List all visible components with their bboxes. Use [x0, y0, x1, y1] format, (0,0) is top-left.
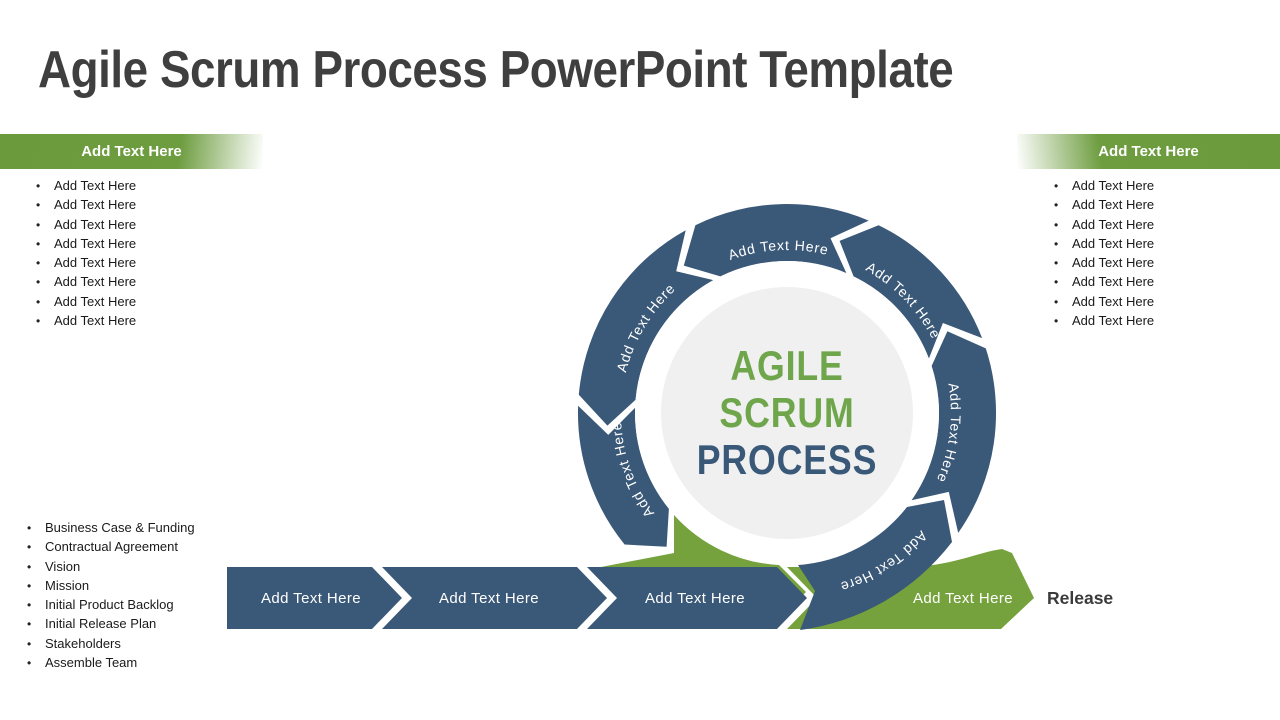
bullet-icon: •	[1054, 236, 1059, 251]
list-item: •Initial Release Plan	[27, 614, 195, 633]
bullet-icon: •	[1054, 314, 1059, 329]
band-step	[382, 567, 607, 629]
bullet-icon: •	[27, 636, 32, 651]
bullet-icon: •	[36, 256, 41, 271]
ring-segment	[577, 405, 669, 547]
left-header-label: Add Text Here	[81, 143, 182, 160]
list-item: •Add Text Here	[1054, 253, 1154, 272]
list-item: •Contractual Agreement	[27, 537, 195, 556]
bullet-icon: •	[1054, 294, 1059, 309]
bullet-icon: •	[1054, 275, 1059, 290]
center-title-line: AGILE	[730, 343, 843, 389]
list-item: •Add Text Here	[36, 234, 136, 253]
band-step-label: Add Text Here	[645, 590, 745, 607]
bullet-icon: •	[1054, 256, 1059, 271]
bullet-icon: •	[27, 540, 32, 555]
list-item: •Assemble Team	[27, 653, 195, 672]
left-bullet-list: •Add Text Here •Add Text Here •Add Text …	[36, 176, 136, 330]
right-header-bar: Add Text Here	[1017, 134, 1280, 169]
right-bullet-list: •Add Text Here •Add Text Here •Add Text …	[1054, 176, 1154, 330]
bullet-icon: •	[36, 179, 41, 193]
list-item: •Add Text Here	[1054, 215, 1154, 234]
bullet-icon: •	[1054, 198, 1059, 213]
ring-segment	[839, 225, 983, 359]
right-header-label: Add Text Here	[1098, 143, 1199, 160]
page-title: Agile Scrum Process PowerPoint Template	[38, 41, 954, 99]
ring-segment	[683, 204, 869, 277]
bullet-icon: •	[36, 198, 41, 213]
list-item: •Vision	[27, 557, 195, 576]
bullet-icon: •	[27, 598, 32, 613]
list-item: •Add Text Here	[1054, 311, 1154, 330]
list-item: •Add Text Here	[1054, 272, 1154, 291]
bullet-icon: •	[27, 521, 32, 535]
bullet-icon: •	[36, 314, 41, 329]
bottom-left-bullet-list: •Business Case & Funding •Contractual Ag…	[27, 518, 195, 672]
list-item: •Add Text Here	[36, 311, 136, 330]
band-final-step-label: Add Text Here	[913, 590, 1013, 607]
band-step-label: Add Text Here	[439, 590, 539, 607]
list-item: •Add Text Here	[36, 195, 136, 214]
band-step	[227, 567, 402, 629]
bullet-icon: •	[1054, 217, 1059, 232]
bullet-icon: •	[27, 656, 32, 671]
bullet-icon: •	[1054, 179, 1059, 193]
center-title-line: SCRUM	[719, 390, 854, 436]
list-item: •Add Text Here	[36, 215, 136, 234]
band-step-label: Add Text Here	[261, 590, 361, 607]
center-title-line: PROCESS	[697, 437, 877, 483]
list-item: •Initial Product Backlog	[27, 595, 195, 614]
list-item: •Business Case & Funding	[27, 518, 195, 537]
ring-segment	[911, 331, 997, 533]
list-item: •Mission	[27, 576, 195, 595]
left-header-bar: Add Text Here	[0, 134, 263, 169]
release-label: Release	[1047, 588, 1113, 608]
ring-segment	[578, 230, 714, 426]
bullet-icon: •	[36, 275, 41, 290]
list-item: •Add Text Here	[1054, 195, 1154, 214]
bullet-icon: •	[36, 294, 41, 309]
bullet-icon: •	[27, 617, 32, 632]
bullet-icon: •	[27, 559, 32, 574]
list-item: •Add Text Here	[36, 272, 136, 291]
bullet-icon: •	[27, 578, 32, 593]
list-item: •Add Text Here	[36, 253, 136, 272]
list-item: •Stakeholders	[27, 634, 195, 653]
list-item: •Add Text Here	[1054, 176, 1154, 195]
bullet-icon: •	[36, 236, 41, 251]
ring-segment-swoosh	[798, 500, 952, 630]
list-item: •Add Text Here	[1054, 292, 1154, 311]
center-circle	[661, 287, 913, 539]
band-step	[587, 567, 807, 629]
bullet-icon: •	[36, 217, 41, 232]
list-item: •Add Text Here	[36, 176, 136, 195]
list-item: •Add Text Here	[36, 292, 136, 311]
list-item: •Add Text Here	[1054, 234, 1154, 253]
